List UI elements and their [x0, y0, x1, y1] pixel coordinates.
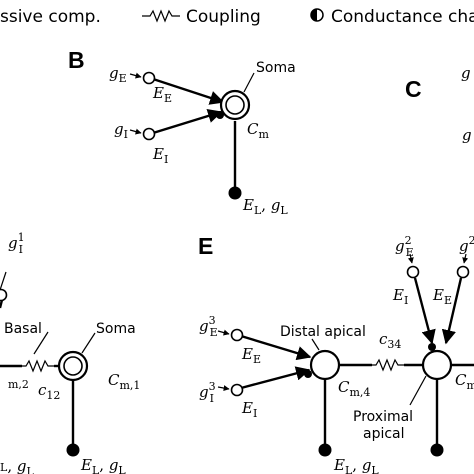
distal-excitatory-synapse-icon	[230, 328, 244, 342]
distal-apical-label: Distal apical	[280, 324, 366, 340]
distal-inhibitory-contact-dot-icon	[304, 370, 312, 378]
legend: ssive comp. Coupling Conductance cha	[0, 7, 474, 27]
panel-c-letter: C	[405, 76, 422, 102]
e-i-label-b: EI	[152, 145, 168, 166]
distal-excitatory-wire	[240, 334, 312, 361]
coupling-resistor-e-icon	[372, 358, 404, 372]
panel-b: B Soma gE EE gI EI Cm EL, gL	[68, 47, 296, 217]
coupling-resistor-d-icon	[22, 359, 54, 373]
excitatory-synapse-icon	[142, 71, 156, 85]
inhibitory-wire	[152, 108, 223, 135]
c-m2-label: m,2	[8, 378, 29, 391]
soma-leak-terminal-d-icon	[66, 443, 80, 457]
inhibitory-contact-dot-icon	[216, 111, 224, 119]
g-e-input-arrow-icon	[129, 72, 142, 79]
distal-apical-compartment-icon	[309, 349, 341, 381]
proximal-excitatory-synapse-icon	[406, 265, 420, 279]
g-e2-input-arrow-icon	[407, 253, 414, 264]
c-m-label-b: Cm	[247, 120, 269, 141]
g-e3-input-arrow-icon	[217, 329, 230, 336]
distal-inhibitory-synapse-icon	[230, 383, 244, 397]
basal-label: Basal	[4, 321, 42, 337]
c-34-label: c34	[379, 330, 401, 351]
g-partial-c-2: g	[462, 126, 472, 144]
e-l-g-l-label-e: EL, gL	[333, 456, 379, 474]
g-i3-input-arrow-icon	[217, 385, 230, 391]
proximal-label: Proximal	[353, 409, 413, 425]
g-partial-label-e: g2	[459, 234, 474, 255]
conductance-half-circle-icon	[310, 8, 324, 22]
c-m4-label: Cm,4	[338, 378, 370, 399]
g-partial-c-1: g	[461, 64, 471, 82]
g-i1-synapse-icon	[0, 288, 8, 302]
coupling-resistor-icon	[142, 9, 180, 23]
proximal-inhibitory-wire	[441, 277, 463, 345]
soma-label-d: Soma	[96, 321, 136, 337]
g-i-input-arrow-icon	[129, 128, 142, 135]
g-e-label-b: gE	[109, 64, 127, 85]
excitatory-wire	[152, 77, 225, 105]
panel-b-letter: B	[68, 47, 85, 73]
basal-callout-line	[33, 331, 49, 355]
inhibitory-synapse-icon	[142, 127, 156, 141]
c-m1-label: Cm,1	[108, 371, 140, 392]
legend-coupling-label: Coupling	[186, 7, 261, 27]
e-e-label-e2: EE	[432, 286, 452, 307]
leak-terminal-icon	[228, 186, 242, 200]
panel-e-letter: E	[198, 233, 213, 259]
soma-label-b: Soma	[256, 60, 296, 76]
g-i2-input-arrow-icon	[462, 253, 469, 264]
proximal-excitatory-wire	[413, 277, 436, 345]
proximal-apical-callout-line	[409, 375, 427, 406]
panel-c: C g g	[405, 64, 472, 144]
panel-e: E Distal apical Proximal	[198, 233, 474, 474]
soma-callout-line-d	[81, 332, 96, 354]
soma-callout-line	[243, 72, 255, 93]
g-i1-wire	[0, 299, 4, 309]
soma-inner-circle-icon	[225, 95, 245, 115]
g-i-label-b: gI	[114, 120, 128, 141]
e-i-label-e: EI	[241, 399, 257, 420]
soma-inner-circle-d-icon	[63, 356, 83, 376]
c-12-label: c12	[38, 381, 60, 402]
legend-conductance-label: Conductance cha	[331, 7, 474, 27]
e-l-partial-label-d: L, gL	[0, 457, 34, 474]
c-m-partial-label-e: Cm	[455, 371, 474, 392]
distal-apical-callout-line	[311, 338, 320, 351]
proximal-inhibitory-synapse-icon	[456, 265, 470, 279]
e-l-g-l-label-b: EL, gL	[242, 196, 288, 217]
e-l-g-l-label-d: EL, gL	[80, 456, 126, 474]
e-e-label-b: EE	[152, 84, 172, 105]
proximal-leak-terminal-icon	[430, 443, 444, 457]
distal-inhibitory-wire	[240, 366, 311, 390]
distal-leak-terminal-icon	[318, 443, 332, 457]
e-e-label-e: EE	[241, 345, 261, 366]
g-i1-input-arrow-icon	[0, 271, 7, 291]
proximal-apical-compartment-icon	[421, 349, 453, 381]
proximal-contact-dot-icon	[428, 343, 436, 351]
legend-passive-label: ssive comp.	[0, 7, 101, 27]
apical-label: apical	[363, 426, 405, 442]
e-i-label-e2: EI	[392, 286, 408, 307]
